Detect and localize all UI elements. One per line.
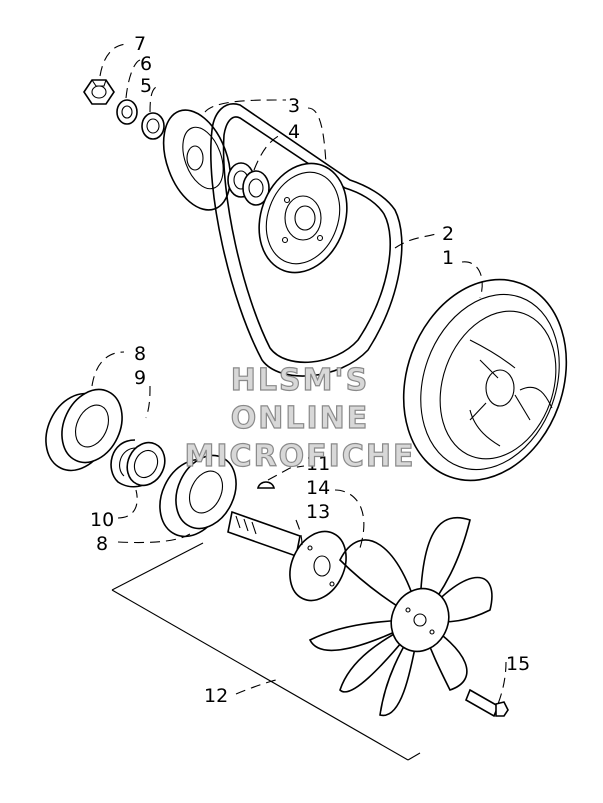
large-pulley-part-1 (402, 278, 568, 482)
label-part-12: 12 (204, 685, 228, 707)
watermark-line-3: MICROFICHE (185, 439, 416, 474)
label-part-8-lower: 8 (96, 533, 108, 555)
watermark: HLSM'S ONLINE MICROFICHE (184, 362, 416, 474)
spacer-rings-part-4 (227, 162, 270, 206)
label-part-1: 1 (442, 247, 454, 269)
hex-nut-part-7 (83, 79, 115, 105)
bearing-part-8-lower (159, 454, 237, 538)
fan-part-14 (308, 516, 493, 717)
label-part-7: 7 (134, 33, 146, 55)
spacer-part-9 (126, 441, 166, 487)
label-part-6: 6 (140, 53, 152, 75)
watermark-line-1: HLSM'S (231, 363, 369, 398)
small-pulley-half-part-3 (162, 109, 232, 211)
label-part-5: 5 (140, 75, 152, 97)
label-part-13: 13 (306, 501, 330, 523)
label-part-4: 4 (288, 121, 300, 143)
watermark-line-2: ONLINE (231, 401, 370, 436)
fan-shaft-part-13 (227, 510, 347, 602)
lock-washer-part-6 (116, 99, 138, 125)
bearing-part-8-upper (45, 388, 123, 472)
flat-washer-part-5 (141, 112, 165, 140)
label-part-14: 14 (306, 477, 330, 499)
label-part-8-upper: 8 (134, 343, 146, 365)
label-part-10: 10 (90, 509, 114, 531)
label-part-9: 9 (134, 367, 146, 389)
leader-lines (91, 43, 507, 705)
bolt-part-15 (464, 688, 509, 718)
woodruff-key-part-11 (256, 481, 276, 489)
label-part-3: 3 (288, 95, 300, 117)
label-part-15: 15 (506, 653, 530, 675)
assembly-bracket-part-12 (111, 542, 421, 761)
label-part-11: 11 (306, 453, 330, 475)
small-pulley-front-part-3 (258, 162, 348, 274)
label-part-2: 2 (442, 223, 454, 245)
